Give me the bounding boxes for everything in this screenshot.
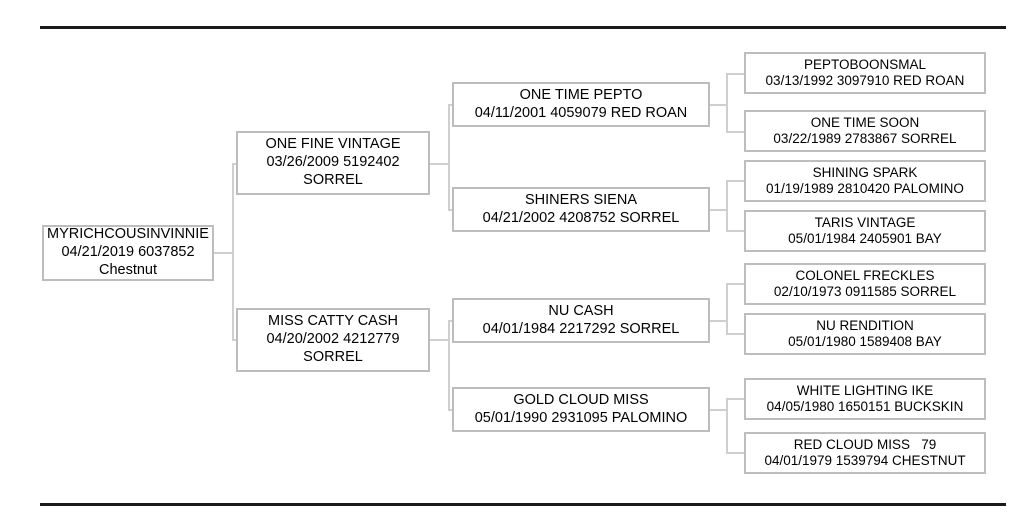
pedigree-node-ds-sire[interactable]: COLONEL FRECKLES 02/10/1973 0911585 SORR… xyxy=(744,263,986,305)
node-details: 04/20/2002 4212779 xyxy=(266,331,400,348)
node-name: PEPTOBOONSMAL xyxy=(803,56,927,72)
pedigree-node-dd-dam[interactable]: RED CLOUD MISS 79 04/01/1979 1539794 CHE… xyxy=(744,432,986,474)
pedigree-node-ds-dam[interactable]: NU RENDITION 05/01/1980 1589408 BAY xyxy=(744,313,986,355)
node-name: WHITE LIGHTING IKE xyxy=(796,382,934,398)
node-name: GOLD CLOUD MISS xyxy=(513,391,649,408)
node-details: 05/01/1984 2405901 BAY xyxy=(788,231,942,246)
node-name: COLONEL FRECKLES xyxy=(795,267,935,283)
connector-sire-stub xyxy=(428,163,450,165)
node-name: SHINING SPARK xyxy=(812,164,918,180)
pedigree-node-dam-sire[interactable]: NU CASH 04/01/1984 2217292 SORREL xyxy=(452,298,710,343)
connector-subject-stub xyxy=(212,252,234,254)
node-name: ONE FINE VINTAGE xyxy=(265,136,401,153)
node-details: 04/21/2002 4208752 SORREL xyxy=(482,209,680,226)
node-name: NU RENDITION xyxy=(816,317,914,333)
node-name: NU CASH xyxy=(548,302,614,319)
node-color: SORREL xyxy=(303,348,363,365)
pedigree-node-dd-sire[interactable]: WHITE LIGHTING IKE 04/05/1980 1650151 BU… xyxy=(744,378,986,420)
connector-ss-to-ssd xyxy=(726,131,744,133)
connector-ds-to-dss xyxy=(726,283,744,285)
pedigree-node-sd-dam[interactable]: TARIS VINTAGE 05/01/1984 2405901 BAY xyxy=(744,210,986,252)
pedigree-node-dam[interactable]: MISS CATTY CASH 04/20/2002 4212779 SORRE… xyxy=(236,308,430,372)
connector-dd-to-ddd xyxy=(726,452,744,454)
node-color: SORREL xyxy=(303,171,363,188)
node-details: 04/05/1980 1650151 BUCKSKIN xyxy=(766,399,964,414)
connector-ss-spine xyxy=(726,74,728,133)
node-details: 04/21/2019 6037852 xyxy=(61,244,195,261)
pedigree-node-dam-dam[interactable]: GOLD CLOUD MISS 05/01/1990 2931095 PALOM… xyxy=(452,387,710,432)
connector-sd-to-sds xyxy=(726,180,744,182)
connector-dam-stub xyxy=(428,339,450,341)
connector-sire-spine xyxy=(448,105,450,211)
node-details: 03/13/1992 3097910 RED ROAN xyxy=(765,73,965,88)
node-name: SHINERS SIENA xyxy=(525,191,637,208)
connector-ds-spine xyxy=(726,284,728,335)
node-details: 05/01/1990 2931095 PALOMINO xyxy=(474,409,688,426)
node-color: Chestnut xyxy=(98,261,158,278)
connector-sd-stub xyxy=(708,209,728,211)
node-details: 02/10/1973 0911585 SORREL xyxy=(773,284,957,299)
pedigree-node-sd-sire[interactable]: SHINING SPARK 01/19/1989 2810420 PALOMIN… xyxy=(744,160,986,202)
node-details: 04/01/1979 1539794 CHESTNUT xyxy=(764,453,966,468)
connector-ds-to-dsd xyxy=(726,333,744,335)
top-divider-rule xyxy=(40,26,1006,29)
pedigree-node-subject[interactable]: MYRICHCOUSINVINNIE 04/21/2019 6037852 Ch… xyxy=(42,225,214,281)
pedigree-node-sire-dam[interactable]: SHINERS SIENA 04/21/2002 4208752 SORREL xyxy=(452,187,710,232)
connector-subject-spine xyxy=(232,164,234,340)
node-details: 05/01/1980 1589408 BAY xyxy=(788,334,942,349)
connector-ss-stub xyxy=(708,104,728,106)
node-name: TARIS VINTAGE xyxy=(814,214,916,230)
node-details: 04/11/2001 4059079 RED ROAN xyxy=(474,104,688,121)
connector-ss-to-sss xyxy=(726,73,744,75)
connector-dd-spine xyxy=(726,399,728,454)
node-name: ONE TIME PEPTO xyxy=(519,86,643,103)
connector-dd-stub xyxy=(708,409,728,411)
connector-sd-to-sdd xyxy=(726,230,744,232)
node-details: 03/26/2009 5192402 xyxy=(266,154,400,171)
pedigree-node-ss-sire[interactable]: PEPTOBOONSMAL 03/13/1992 3097910 RED ROA… xyxy=(744,52,986,94)
connector-dd-to-dds xyxy=(726,398,744,400)
node-details: 01/19/1989 2810420 PALOMINO xyxy=(766,181,964,196)
bottom-divider-rule xyxy=(40,503,1006,506)
node-name: MYRICHCOUSINVINNIE xyxy=(47,226,209,243)
node-name: MISS CATTY CASH xyxy=(268,313,398,330)
connector-ds-stub xyxy=(708,320,728,322)
pedigree-node-sire-sire[interactable]: ONE TIME PEPTO 04/11/2001 4059079 RED RO… xyxy=(452,82,710,127)
pedigree-node-ss-dam[interactable]: ONE TIME SOON 03/22/1989 2783867 SORREL xyxy=(744,110,986,152)
node-details: 03/22/1989 2783867 SORREL xyxy=(773,131,957,146)
node-details: 04/01/1984 2217292 SORREL xyxy=(482,320,680,337)
connector-sd-spine xyxy=(726,181,728,232)
node-name: ONE TIME SOON xyxy=(810,114,920,130)
pedigree-node-sire[interactable]: ONE FINE VINTAGE 03/26/2009 5192402 SORR… xyxy=(236,131,430,195)
node-name: RED CLOUD MISS 79 xyxy=(793,436,937,452)
connector-dam-spine xyxy=(448,321,450,411)
